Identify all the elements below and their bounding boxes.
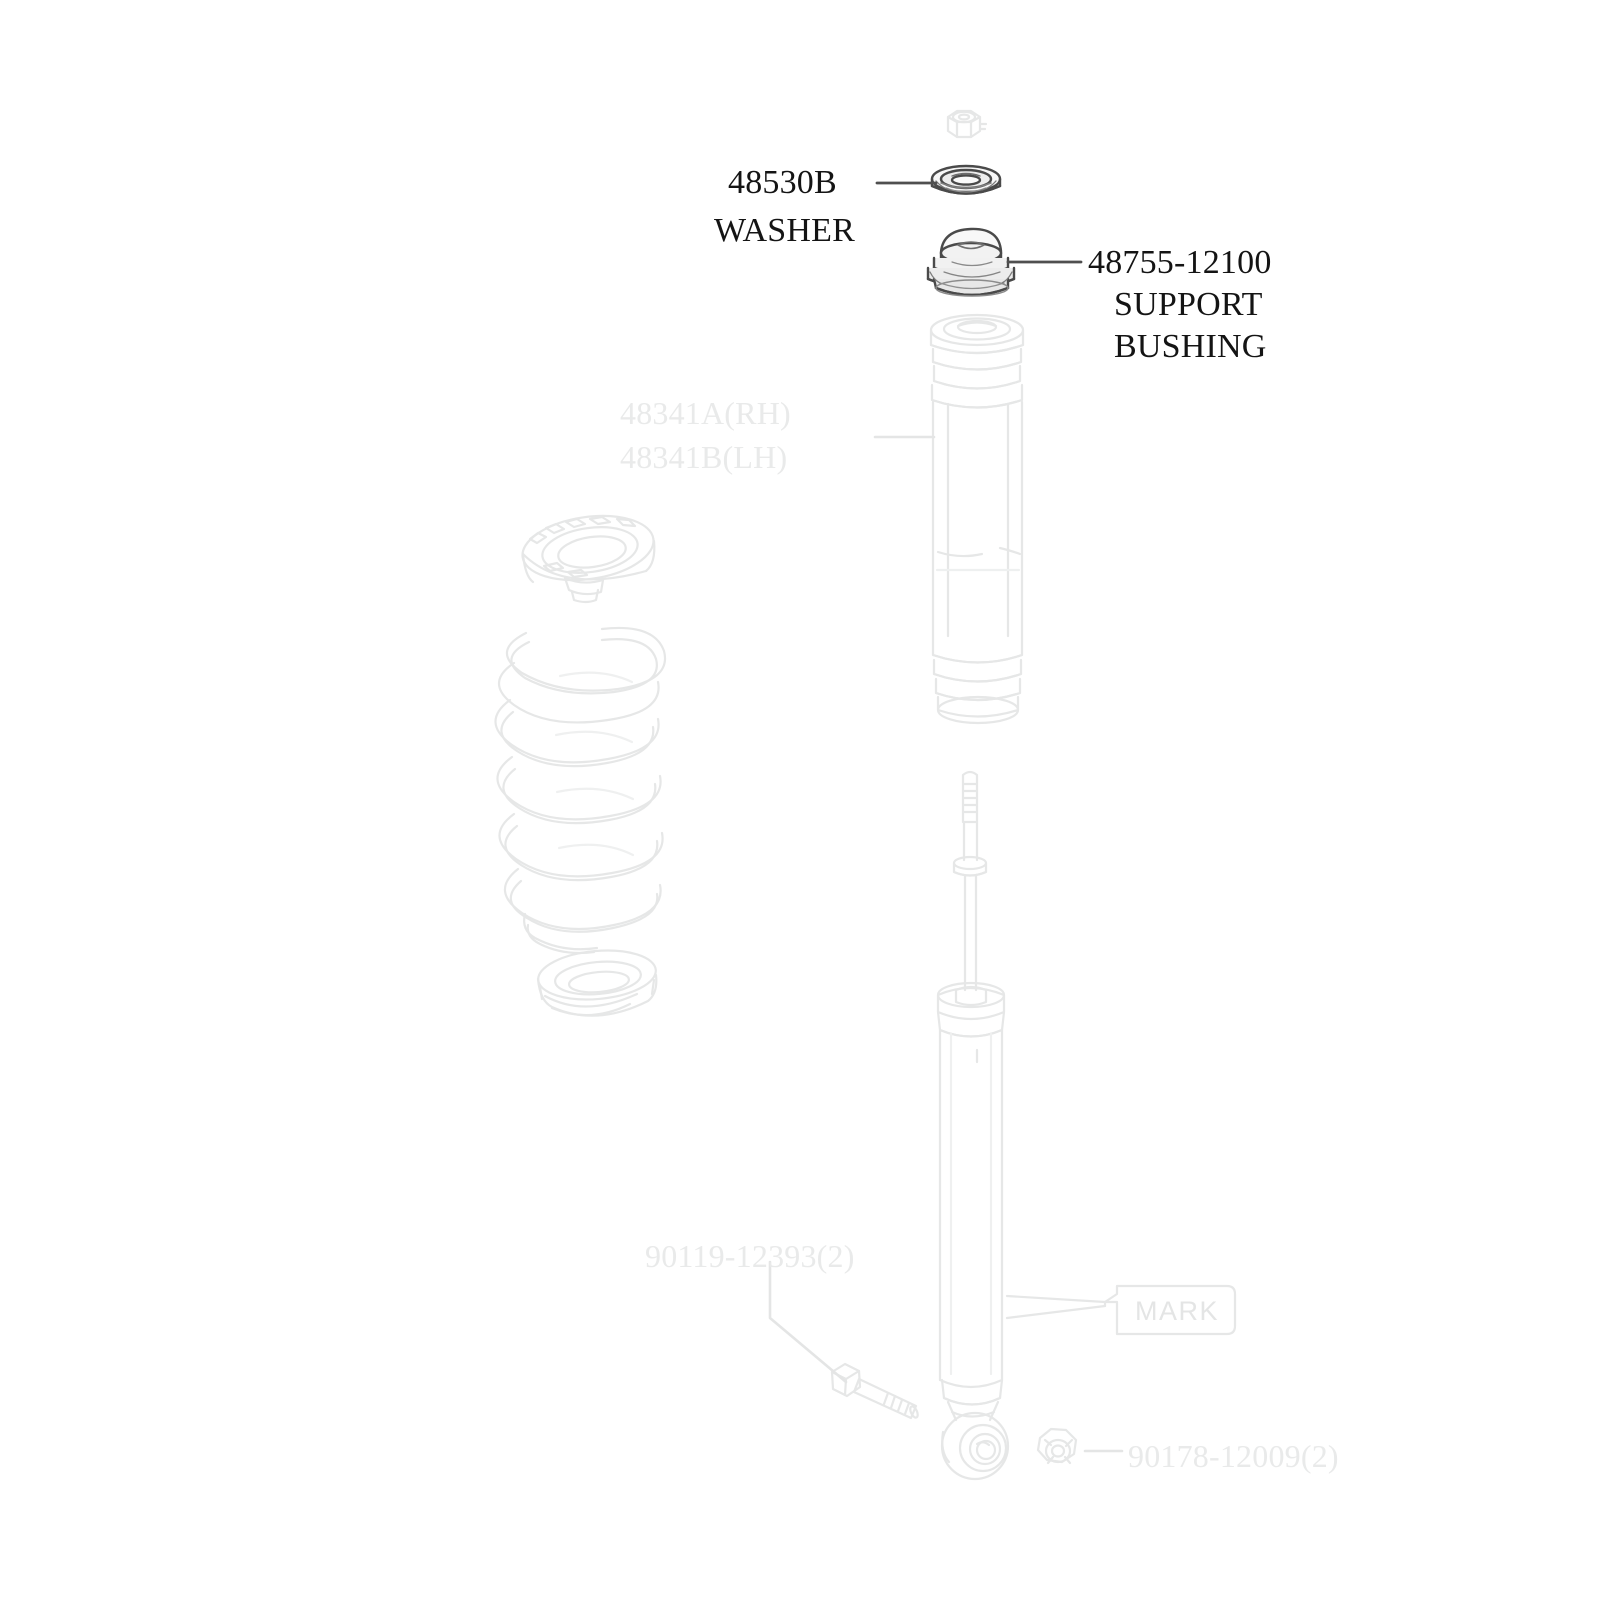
part-shock-absorber-assembly (936, 770, 1010, 1481)
callout-support-bushing-name-line1: SUPPORT (1114, 286, 1263, 323)
callout-nut-part-number: 90178-12009(2) (1128, 1438, 1339, 1474)
part-hex-nut (946, 109, 988, 139)
part-dust-cover-boot (929, 313, 1025, 725)
mark-callout-shape (1005, 1284, 1237, 1336)
part-mounting-bolt (830, 1362, 919, 1420)
callout-bolt-part-number: 90119-12393(2) (645, 1238, 855, 1274)
part-washer (930, 164, 1002, 195)
part-mounting-nut (1036, 1427, 1078, 1465)
callout-washer-part-number: 48530B (728, 164, 837, 201)
part-coil-spring (494, 626, 667, 955)
mark-box-label: MARK (1135, 1296, 1220, 1326)
part-support-bushing (926, 227, 1016, 297)
callout-support-bushing-part-number: 48755-12100 (1088, 244, 1272, 281)
leader-lines-faded (768, 435, 1124, 1453)
part-upper-spring-seat (521, 514, 656, 604)
callout-dust-cover-lh: 48341B(LH) (620, 439, 788, 475)
leader-lines-dark (875, 181, 1083, 264)
callout-washer-part-name: WASHER (714, 212, 855, 249)
callout-support-bushing-name-line2: BUSHING (1114, 328, 1267, 365)
leader-bolt (768, 1260, 848, 1384)
part-lower-spring-insulator (536, 949, 658, 1017)
callout-dust-cover-rh: 48341A(RH) (620, 395, 791, 431)
